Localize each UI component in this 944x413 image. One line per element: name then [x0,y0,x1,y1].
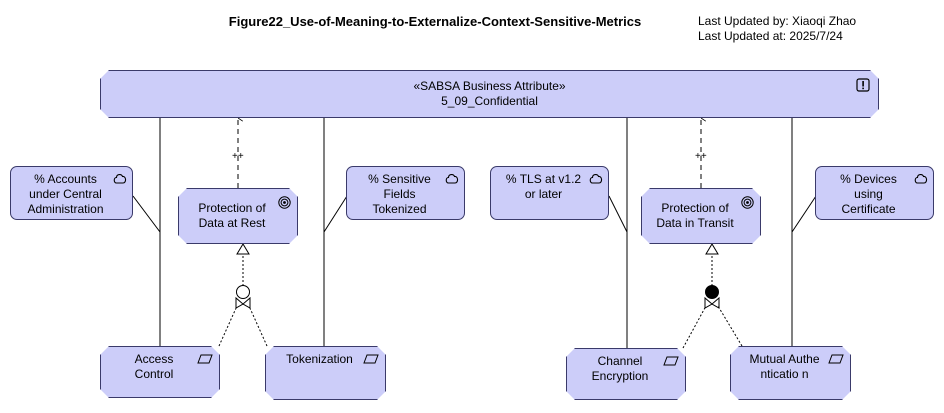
influence-label-right: ++ [695,151,707,162]
requirement-label: Tokenization [286,352,353,366]
goal-label: Protection of Data in Transit [656,201,734,230]
realization-arrowhead [705,243,719,255]
metric-label: % TLS at v1.2 or later [505,172,582,201]
realization-line[interactable] [717,305,743,347]
requirement-label: Access Control [134,352,174,381]
junction-arrowhead [242,296,251,309]
meaning-connector[interactable] [323,195,348,233]
goal-protection-data-in-transit[interactable]: Protection of Data in Transit [641,188,761,244]
meaning-connector[interactable] [791,195,817,233]
and-junction[interactable] [705,285,719,299]
meaning-icon [589,173,603,184]
last-updated-at: Last Updated at: 2025/7/24 [698,29,843,43]
goal-icon [741,196,754,209]
requirement-tokenization[interactable]: Tokenization [265,346,386,400]
or-junction[interactable] [236,285,250,299]
requirement-label: Channel Encryption [591,354,649,383]
requirement-mutual-authentication[interactable]: Mutual Authenticatio n [730,346,851,400]
metric-label: % Sensitive Fields Tokenized [368,172,431,216]
metric-sensitive-fields-tokenized[interactable]: % Sensitive Fields Tokenized [346,166,465,220]
business-attribute-confidential[interactable]: «SABSA Business Attribute» 5_09_Confiden… [100,70,879,118]
requirement-access-control[interactable]: Access Control [100,346,220,398]
requirement-icon [663,356,679,366]
metric-label: % Accounts under Central Administration [27,172,104,216]
metric-devices-using-certificate[interactable]: % Devices using Certificate [815,166,934,220]
junction-arrowhead [235,296,244,309]
metric-accounts-central-admin[interactable]: % Accounts under Central Administration [10,166,133,220]
meaning-icon [914,173,928,184]
goal-protection-data-at-rest[interactable]: Protection of Data at Rest [178,188,298,244]
requirement-channel-encryption[interactable]: Channel Encryption [566,348,686,400]
update-info: Last Updated by: Xiaoqi Zhao Last Update… [698,14,856,44]
meaning-icon [445,173,459,184]
metric-tls-version[interactable]: % TLS at v1.2 or later [490,166,609,220]
goal-icon [278,196,291,209]
junction-arrowhead [711,296,720,309]
requirement-icon [828,354,844,364]
diagram-title: Figure22_Use-of-Meaning-to-Externalize-C… [228,14,642,29]
requirement-icon [363,354,379,364]
influence-label-left: ++ [232,151,244,162]
assessment-icon [856,78,870,92]
attribute-stereotype: «SABSA Business Attribute» [413,79,566,93]
meaning-icon [113,173,127,184]
realization-line[interactable] [218,305,238,347]
metric-label: % Devices using Certificate [840,172,897,216]
goal-label: Protection of Data at Rest [198,201,266,230]
realization-line[interactable] [248,305,268,347]
last-updated-by: Last Updated by: Xiaoqi Zhao [698,14,857,28]
meaning-connector[interactable] [608,195,628,233]
requirement-icon [197,354,213,364]
requirement-label: Mutual Authenticatio n [749,352,820,381]
realization-arrowhead [236,243,250,255]
junction-arrowhead [704,296,713,309]
realization-line[interactable] [682,305,707,349]
attribute-name: 5_09_Confidential [441,94,538,108]
meaning-connector[interactable] [132,195,161,233]
